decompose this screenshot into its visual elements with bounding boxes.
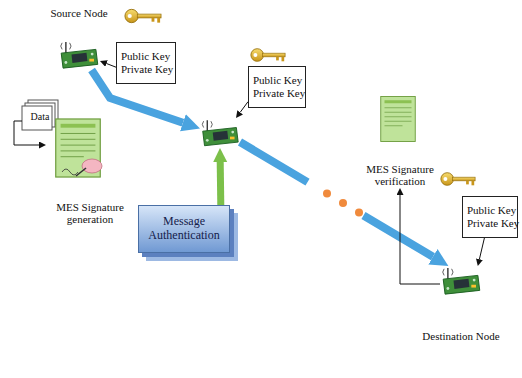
node-title: Source Node (50, 7, 107, 20)
sensor-device (61, 42, 98, 68)
key-link (240, 102, 248, 113)
node-label: Public Key (253, 74, 301, 87)
key-icon (441, 173, 475, 186)
key-icon (251, 49, 285, 62)
signature-verification: MES Signature verification (355, 90, 445, 188)
node-label: Public Key (467, 204, 513, 217)
key-box: Public KeyPrivate Key (462, 196, 518, 238)
sensor-node: Source Node (58, 40, 100, 70)
node-label: MES Signature generation (46, 201, 134, 226)
data-document: Data (22, 100, 58, 130)
node-label: Public Key (121, 50, 171, 63)
sensor-node (200, 118, 240, 148)
node-label: Private Key (253, 87, 301, 100)
node-title: Destination Node (422, 330, 499, 343)
node-label: Private Key (121, 63, 171, 76)
node-label: MES Signature verification (355, 163, 445, 188)
data-pages (22, 100, 58, 130)
transfer-arrow (240, 142, 433, 257)
signature-generation: MES Signature generation (46, 118, 134, 226)
key-link (14, 121, 39, 145)
signature-document (381, 97, 416, 142)
key-link (107, 64, 116, 68)
transfer-arrow (217, 162, 225, 205)
key-link (479, 238, 484, 259)
key-box: Public KeyPrivate Key (116, 42, 176, 84)
sensor-device (202, 120, 238, 145)
node-label: Message Authentication (143, 215, 225, 243)
key-link (400, 195, 440, 284)
node-label: Private Key (467, 217, 513, 230)
key-box: Public KeyPrivate Key (248, 66, 306, 108)
sensor-node: Destination Node (440, 266, 482, 296)
sensor-device (443, 268, 480, 294)
authentication-box: Message Authentication (138, 205, 230, 253)
signing-hand (62, 159, 102, 176)
key-icon (125, 9, 161, 22)
hop-dots (323, 190, 363, 217)
node-label: Data (31, 111, 50, 123)
